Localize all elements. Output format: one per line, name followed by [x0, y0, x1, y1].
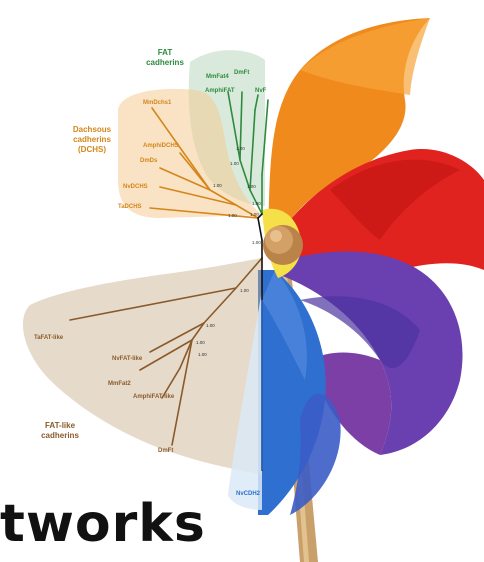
root-bootstrap-2: 1.00 — [252, 240, 261, 245]
dchs-bootstrap-2: 1.00 — [228, 213, 237, 218]
fat-bootstrap-2: 1.00 — [230, 161, 239, 166]
pinwheel-blades — [258, 18, 484, 515]
fatlike-bootstrap-3: 1.00 — [196, 340, 205, 345]
fat-subtitle: cadherins — [146, 58, 184, 67]
dchs-taxon-5: TaDCHS — [118, 204, 142, 210]
fatlike-title: FAT-like — [45, 421, 76, 430]
dchs-bootstrap-1: 1.00 — [213, 183, 222, 188]
fat-taxon-1: MmFat4 — [206, 74, 229, 80]
fatlike-bootstrap-2: 1.00 — [206, 323, 215, 328]
fatlike-taxon-3: MmFat2 — [108, 381, 131, 387]
banner-text: tworks — [0, 494, 206, 554]
dchs-taxon-4: NvDCHS — [123, 184, 148, 190]
fat-bootstrap-3: 1.00 — [247, 184, 256, 189]
fat-taxon-3: AmphiFAT — [205, 88, 235, 94]
fatlike-bootstrap-1: 1.00 — [240, 288, 249, 293]
root-bootstrap-1: 1.00 — [250, 212, 259, 217]
fat-taxon-2: DmFt — [234, 70, 249, 76]
fatlike-taxon-1: TaFAT-like — [34, 335, 64, 341]
fatlike-taxon-5: DmFt — [158, 448, 173, 454]
cdh-taxon-1: NvCDH2 — [236, 491, 261, 497]
fat-title: FAT — [158, 48, 173, 57]
dchs-taxon-2: AmphiDCHS — [143, 143, 179, 149]
dchs-taxon-1: MmDchs1 — [143, 100, 172, 106]
fatlike-bootstrap-4: 1.00 — [198, 352, 207, 357]
fat-taxon-4: NvF — [255, 88, 267, 94]
dchs-subtitle: cadherins — [73, 135, 111, 144]
fatlike-subtitle: cadherins — [41, 431, 79, 440]
dchs-title: Dachsous — [73, 125, 112, 134]
dchs-taxon-3: DmDs — [140, 158, 158, 164]
fat-bootstrap-4: 1.00 — [252, 201, 261, 206]
dchs-subtitle-2: (DCHS) — [78, 145, 106, 154]
fatlike-taxon-4: AmphiFAT-like — [133, 394, 175, 400]
fat-bootstrap-1: 1.00 — [236, 146, 245, 151]
fatlike-taxon-2: NvFAT-like — [112, 356, 143, 362]
